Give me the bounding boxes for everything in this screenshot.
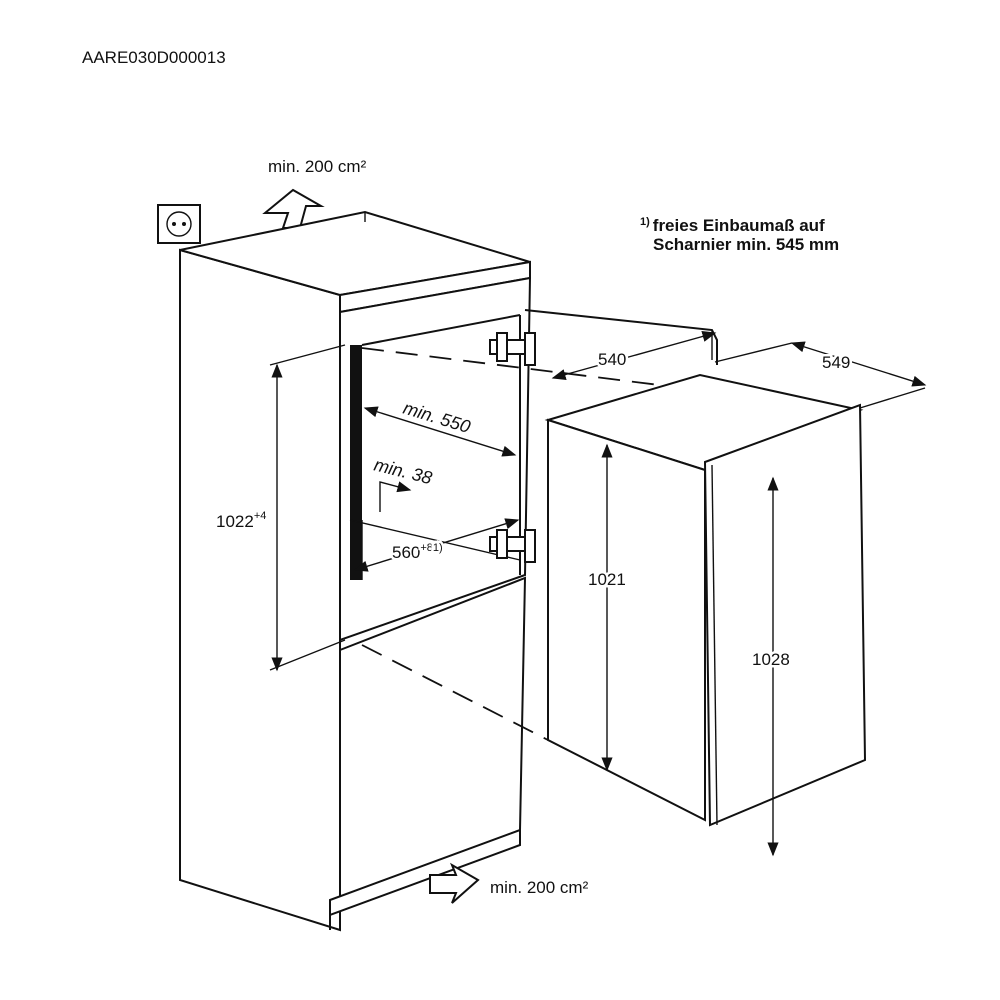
door-height-label: 1028 bbox=[752, 650, 790, 669]
ventilation-top-label: min. 200 cm² bbox=[268, 157, 367, 176]
rear-vent-channel bbox=[350, 345, 362, 580]
appliance-depth-label: 549 bbox=[822, 353, 850, 372]
appliance-width-label: 540 bbox=[598, 350, 626, 369]
power-socket-icon bbox=[157, 204, 201, 244]
vent-up-arrow-icon bbox=[262, 188, 325, 229]
footnote-line2: Scharnier min. 545 mm bbox=[653, 235, 839, 254]
appliance bbox=[544, 373, 867, 827]
niche-width-label: 560+81) bbox=[392, 542, 443, 562]
footnote-line1: 1)freies Einbaumaß auf bbox=[640, 216, 825, 235]
hinge-top-icon bbox=[489, 332, 536, 366]
appliance-height-label: 1021 bbox=[588, 570, 626, 589]
cabinet bbox=[179, 210, 532, 932]
vent-in-arrow-icon bbox=[429, 862, 480, 904]
ventilation-bottom-label: min. 200 cm² bbox=[490, 878, 589, 897]
niche-height-label: 1022+4 bbox=[216, 510, 266, 531]
diagram-code: AARE030D000013 bbox=[82, 48, 226, 67]
